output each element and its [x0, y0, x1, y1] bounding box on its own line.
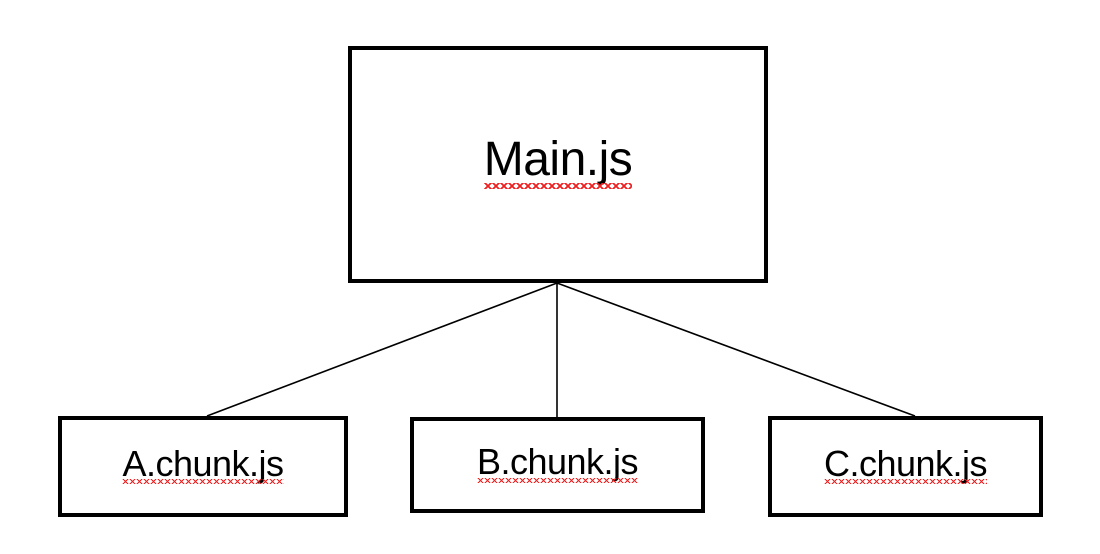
node-a-chunk-js[interactable]: A.chunk.js	[58, 416, 348, 517]
node-main-js[interactable]: Main.js	[348, 46, 768, 283]
node-c-chunk-js[interactable]: C.chunk.js	[768, 416, 1043, 517]
edge-main-to-c	[556, 282, 916, 417]
node-label-main-js: Main.js	[483, 133, 633, 190]
node-label-c-chunk-js: C.chunk.js	[823, 442, 988, 485]
node-label-a-chunk-js: A.chunk.js	[122, 442, 284, 485]
node-b-chunk-js[interactable]: B.chunk.js	[410, 417, 705, 513]
edge-main-to-a	[206, 282, 558, 417]
node-label-b-chunk-js: B.chunk.js	[476, 441, 639, 483]
